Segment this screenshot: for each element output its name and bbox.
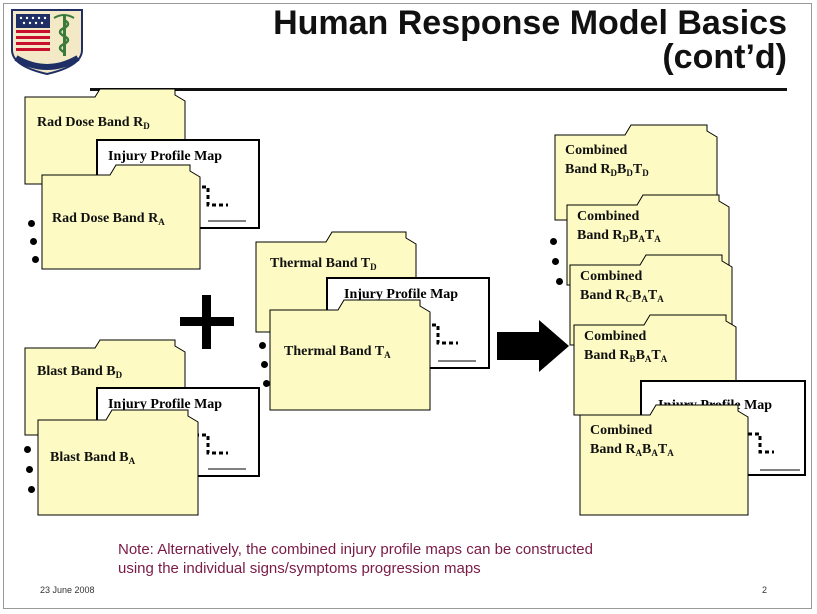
slide-title: Human Response Model Basics (cont’d) [273,6,787,74]
injury-profile-map-label: Injury Profile Map [344,287,459,302]
right-arrow-icon [497,320,569,372]
folder-combined-5: Combined Band RABATA [579,404,749,516]
combined-2-label: Combined Band RDBATA [577,209,661,244]
ellipsis-dot [28,220,35,227]
title-line-1: Human Response Model Basics [273,4,787,42]
combined-3-label: Combined Band RCBATA [580,269,664,304]
footnote: Note: Alternatively, the combined injury… [118,540,718,578]
ellipsis-dot [30,238,37,245]
folder-rad-dose-front: Rad Dose Band RA [41,164,201,270]
blast-back-label: Blast Band BD [37,364,123,380]
combined-1-label: Combined Band RDBDTD [565,143,649,178]
thermal-back-label: Thermal Band TD [270,256,377,272]
ellipsis-dot [259,342,266,349]
ellipsis-dot [550,238,557,245]
slide-border [3,3,812,609]
ellipsis-dot [24,446,31,453]
footnote-line-2: using the individual signs/symptoms prog… [118,560,481,577]
ellipsis-dot [32,256,39,263]
ellipsis-dot [28,486,35,493]
folder-thermal-front: Thermal Band TA [269,299,431,411]
ellipsis-dot [552,258,559,265]
ellipsis-dot [263,380,270,387]
injury-profile-map-label: Injury Profile Map [108,149,223,164]
footer-date: 23 June 2008 [40,585,95,595]
page-number: 2 [762,585,768,595]
ellipsis-dot [261,361,268,368]
rad-dose-front-label: Rad Dose Band RA [52,211,165,227]
footnote-line-1: Note: Alternatively, the combined injury… [118,541,593,558]
injury-profile-map-label: Injury Profile Map [108,397,223,412]
blast-front-label: Blast Band BA [50,450,136,466]
plus-sign-icon [180,295,234,349]
thermal-front-label: Thermal Band TA [284,344,391,360]
ellipsis-dot [556,278,563,285]
ellipsis-dot [26,466,33,473]
rad-dose-back-label: Rad Dose Band RD [37,115,150,131]
combined-5-label: Combined Band RABATA [590,423,674,458]
folder-blast-front: Blast Band BA [37,409,199,516]
organization-seal-logo [8,6,86,76]
title-line-2: (cont’d) [662,38,787,76]
title-rule [90,88,787,91]
combined-4-label: Combined Band RBBATA [584,329,668,364]
